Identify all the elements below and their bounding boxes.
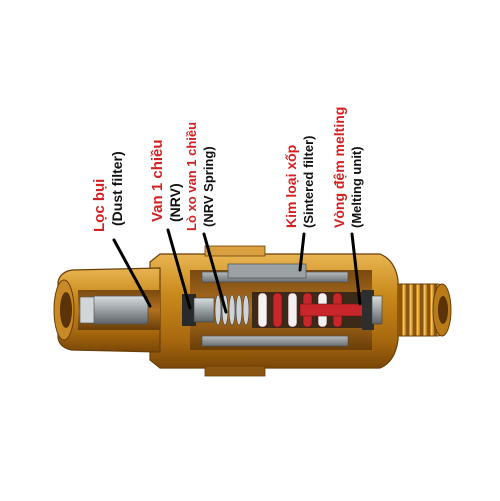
sintered-filter [201,263,349,347]
label-nrv-en: (NRV) [167,183,183,222]
label-nrv-spring: Lò xo van 1 chiều (NRV Spring) [184,122,216,231]
left-fitting [53,267,161,353]
label-melting-unit-vi: Vòng đệm melting [331,107,347,228]
label-sintered-filter-vi: Kim loại xốp [283,145,299,228]
label-sintered-filter-en: (Sintered filter) [301,136,316,228]
melting-unit [362,290,383,330]
label-melting-unit: Vòng đệm melting (Melting unit) [331,107,364,228]
spring-coil [272,292,283,328]
leader-lines [112,228,362,314]
nrv-spring-coils [214,294,250,326]
leader-melting-unit [350,232,362,306]
label-sintered-filter: Kim loại xốp (Sintered filter) [283,136,316,228]
label-nrv-spring-en: (NRV Spring) [201,146,216,227]
label-dust-filter: Lọc bụi (Dust filter) [91,151,125,232]
label-dust-filter-en: (Dust filter) [109,151,125,226]
leader-nrv-spring [202,232,228,314]
leader-nrv [166,228,192,310]
label-dust-filter-vi: Lọc bụi [91,179,108,232]
melting-spring [252,292,369,328]
leader-dust-filter [112,238,152,308]
label-melting-unit-en: (Melting unit) [349,146,364,228]
spring-coil [287,292,298,328]
label-nrv-spring-vi: Lò xo van 1 chiều [184,122,199,231]
spring-coil [257,292,268,328]
label-nrv-vi: Van 1 chiều [149,139,166,222]
nrv-assembly [182,294,250,326]
label-nrv: Van 1 chiều (NRV) [149,139,183,222]
leader-sintered-filter [298,232,306,272]
